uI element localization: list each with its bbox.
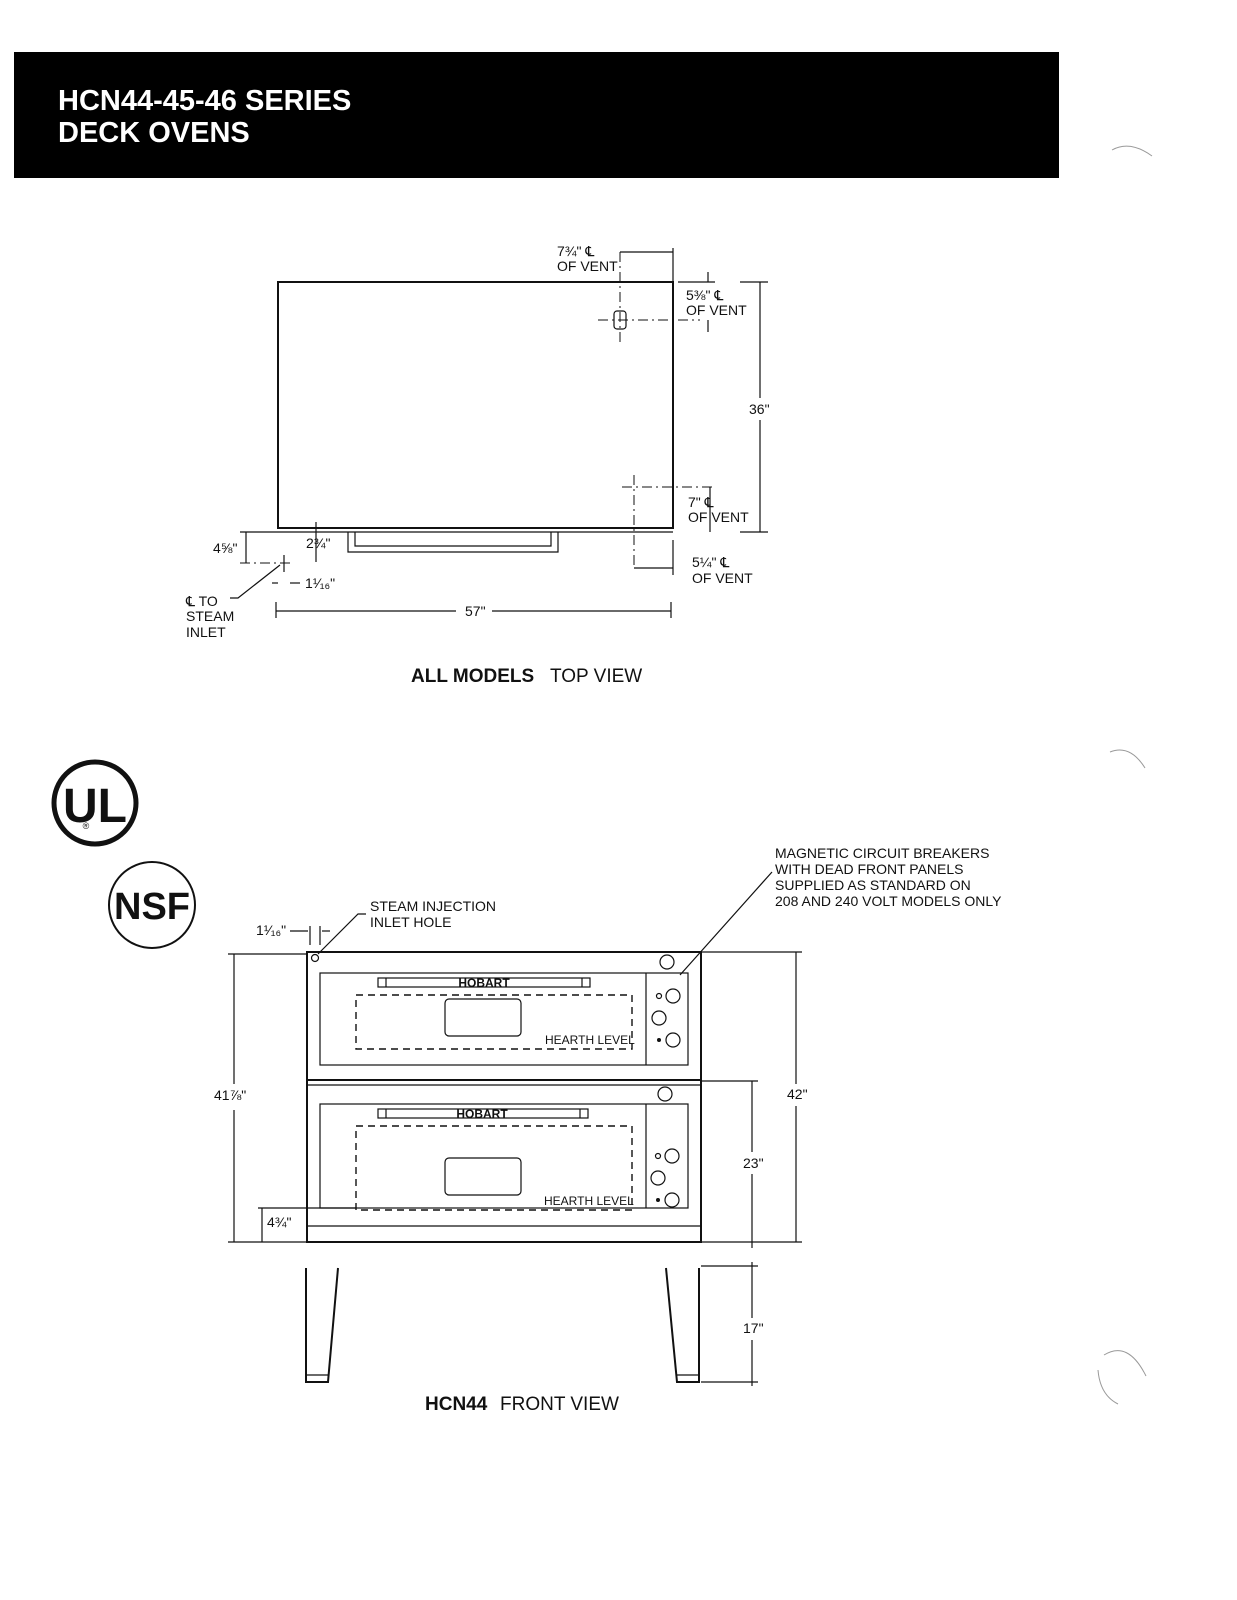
dim-vent2-from-front: 7" ℄ (688, 494, 714, 510)
front-view-cabinet (306, 951, 702, 1243)
title-line-2: DECK OVENS (58, 117, 250, 149)
lower-hearth-label: HEARTH LEVEL (544, 1194, 634, 1208)
upper-indicator-light (659, 954, 675, 970)
top-view-caption: TOP VIEW (550, 666, 642, 687)
steam-hole-label-1: STEAM INJECTION (370, 898, 496, 914)
breaker-note-1: MAGNETIC CIRCUIT BREAKERS (775, 845, 989, 861)
dim-vent-from-right: 7¾" ℄ (557, 243, 594, 259)
dim-legs: 17" (743, 1320, 764, 1336)
top-view-handle (347, 532, 559, 553)
lower-deck-handle (377, 1108, 589, 1119)
lower-deck-window (444, 1157, 522, 1196)
steam-inlet-label-1: ℄ TO (185, 593, 218, 609)
lower-control-knob-1 (664, 1148, 680, 1164)
title-line-1: HCN44-45-46 SERIES (58, 85, 352, 117)
steam-inlet-hole (310, 953, 320, 963)
dim-depth: 36" (749, 401, 770, 417)
lower-deck-brand: HOBART (456, 1107, 508, 1121)
dim-vent-from-back: 5⅜" ℄ (686, 287, 723, 303)
upper-deck (319, 972, 689, 1066)
dim-vent-from-back-2: OF VENT (686, 302, 747, 318)
ul-logo-text: UL (63, 780, 127, 833)
front-dim-steam-side: 1¹⁄₁₆" (256, 922, 286, 938)
steam-inlet-label-2: STEAM (186, 608, 234, 624)
steam-hole-label-2: INLET HOLE (370, 914, 451, 930)
dim-hearth: 4¾" (267, 1214, 291, 1230)
upper-control-knob-3 (665, 1032, 681, 1048)
nsf-logo: NSF (108, 861, 196, 949)
scan-artifacts (1097, 145, 1153, 1405)
dim-vent-from-right-2: OF VENT (557, 258, 618, 274)
breaker-note-4: 208 AND 240 VOLT MODELS ONLY (775, 893, 1002, 909)
upper-hearth-label: HEARTH LEVEL (545, 1033, 635, 1047)
upper-control-knob-1 (665, 988, 681, 1004)
dim-steam-depth: 4⅝" (213, 540, 237, 556)
lower-control-knob-2 (650, 1170, 666, 1186)
upper-deck-brand: HOBART (458, 976, 510, 990)
lower-deck (319, 1103, 689, 1209)
dim-vent2-from-right-2: OF VENT (692, 570, 753, 586)
upper-deck-window (444, 998, 522, 1037)
front-view-caption: FRONT VIEW (500, 1394, 619, 1415)
top-view: 7¾" ℄ OF VENT 5⅜" ℄ OF VENT 36" 7" ℄ OF … (185, 243, 770, 687)
ul-logo: UL ® (51, 759, 139, 847)
breaker-note-2: WITH DEAD FRONT PANELS (775, 861, 964, 877)
title-banner: HCN44-45-46 SERIES DECK OVENS (14, 52, 1059, 178)
front-view: HOBART HEARTH LEVEL HOBART HEARTH LEVEL (214, 845, 1002, 1415)
ul-registered-mark: ® (83, 821, 90, 831)
nsf-logo-text: NSF (114, 886, 190, 928)
right-leg (665, 1267, 700, 1383)
top-view-handle-inner (354, 532, 552, 547)
upper-hearth-outline (355, 994, 633, 1050)
steam-inlet-label-3: INLET (186, 624, 226, 640)
breaker-note-3: SUPPLIED AS STANDARD ON (775, 877, 971, 893)
breaker-leader (679, 871, 773, 976)
dim-deck: 23" (743, 1155, 764, 1171)
dim-vent2-from-right: 5¼" ℄ (692, 554, 729, 570)
lower-control-knob-3 (664, 1192, 680, 1208)
dim-handle: 2¾" (306, 535, 330, 551)
dim-total-oven: 41⅞" (214, 1087, 246, 1103)
dim-vent2-from-front-2: OF VENT (688, 509, 749, 525)
dim-total-height: 42" (787, 1086, 808, 1102)
top-view-outline (277, 281, 674, 529)
dim-width: 57" (465, 603, 486, 619)
lower-hearth-outline (355, 1125, 633, 1211)
lower-indicator-light (657, 1086, 673, 1102)
top-view-caption-bold: ALL MODELS (411, 666, 534, 687)
upper-deck-handle (377, 977, 591, 988)
front-view-caption-bold: HCN44 (425, 1394, 488, 1415)
upper-control-knob-2 (651, 1010, 667, 1026)
dim-steam-side: 1¹⁄₁₆" (305, 575, 335, 591)
left-leg (305, 1267, 339, 1383)
